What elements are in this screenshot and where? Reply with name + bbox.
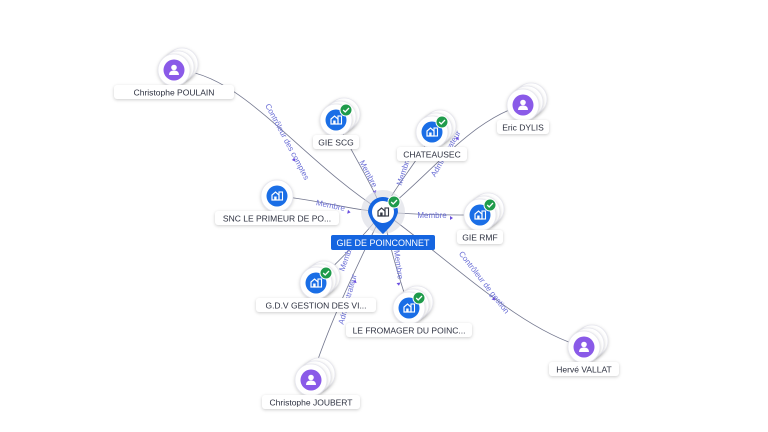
company-avatar [266, 185, 288, 207]
node-label: GIE SCG [318, 138, 353, 148]
edge-arrow-icon [352, 279, 357, 284]
node-label-box [114, 85, 234, 99]
building-icon [330, 115, 343, 125]
building-icon [474, 210, 487, 220]
edge-arrow-icon [347, 209, 351, 214]
company-avatar [305, 272, 327, 294]
verified-check-icon [339, 103, 353, 117]
edge-arrow-icon [455, 136, 459, 141]
node-snc[interactable]: SNC LE PRIMEUR DE PO... [215, 179, 339, 225]
edge-label: Membre [357, 159, 379, 190]
node-label-box [256, 298, 376, 312]
node-label-box [549, 362, 619, 376]
node-vallat[interactable]: Hervé VALLAT [549, 324, 619, 376]
node-label: Hervé VALLAT [556, 365, 611, 375]
center-label-box [331, 235, 435, 250]
building-icon [403, 303, 416, 313]
verified-check-icon [435, 115, 449, 129]
node-label-box [215, 211, 339, 225]
edge-arrow-icon [450, 216, 453, 220]
node-dylis[interactable]: Eric DYLIS [497, 82, 549, 134]
node-label: Christophe JOUBERT [270, 398, 353, 408]
node-label: LE FROMAGER DU POINC... [353, 326, 466, 336]
building-icon [310, 278, 323, 288]
node-label-box [497, 120, 549, 134]
company-avatar [325, 109, 347, 131]
person-icon [579, 341, 589, 352]
company-avatar [421, 121, 443, 143]
node-fromager[interactable]: LE FROMAGER DU POINC... [346, 285, 472, 337]
node-label-box [457, 230, 503, 244]
edge-line [173, 69, 384, 213]
node-gie-scg[interactable]: GIE SCG [313, 97, 361, 149]
edge-label: Membre [315, 198, 346, 213]
node-gdv[interactable]: G.D.V GESTION DES VI... [256, 260, 376, 312]
company-avatar [469, 204, 491, 226]
verified-check-icon [483, 198, 497, 212]
person-icon [169, 64, 179, 75]
edge-arrow-icon [291, 157, 296, 162]
node-label: CHATEAUSEC [403, 150, 460, 160]
person-icon [518, 99, 528, 110]
center-node[interactable]: GIE DE POINCONNET [331, 190, 435, 250]
edge-label: Membre [392, 249, 405, 280]
node-label: Christophe POULAIN [134, 88, 215, 98]
node-gie-rmf[interactable]: GIE RMF [457, 192, 505, 244]
edge-label: Membre [417, 211, 447, 220]
verified-check-icon [319, 266, 333, 280]
node-label-box [262, 395, 360, 409]
verified-check-icon [412, 291, 426, 305]
building-icon [377, 207, 390, 217]
edge-label: Contrôleur des comptes [263, 102, 311, 181]
node-label: SNC LE PRIMEUR DE PO... [223, 214, 331, 224]
node-label-box [313, 135, 359, 149]
edge-arrow-icon [396, 282, 401, 286]
node-label: G.D.V GESTION DES VI... [265, 301, 366, 311]
center-label: GIE DE POINCONNET [336, 238, 430, 248]
building-icon [271, 191, 284, 201]
node-joubert[interactable]: Christophe JOUBERT [262, 357, 360, 409]
verified-check-icon [387, 195, 401, 209]
node-label-box [346, 323, 472, 337]
nodes-layer: Christophe POULAIN GIE SCG CHATEAUSEC Eric … [114, 47, 619, 409]
edge-arrow-icon [491, 296, 495, 301]
edge-label: Contrôleur de gestion [457, 250, 511, 316]
node-label: GIE RMF [462, 233, 497, 243]
person-icon [306, 374, 316, 385]
node-poulain[interactable]: Christophe POULAIN [114, 47, 234, 99]
node-label: Eric DYLIS [502, 123, 544, 133]
center-circle [372, 201, 394, 223]
company-avatar [398, 297, 420, 319]
node-chateausec[interactable]: CHATEAUSEC [397, 109, 467, 161]
node-label-box [397, 147, 467, 161]
edge-line [382, 211, 585, 348]
building-icon [426, 127, 439, 137]
